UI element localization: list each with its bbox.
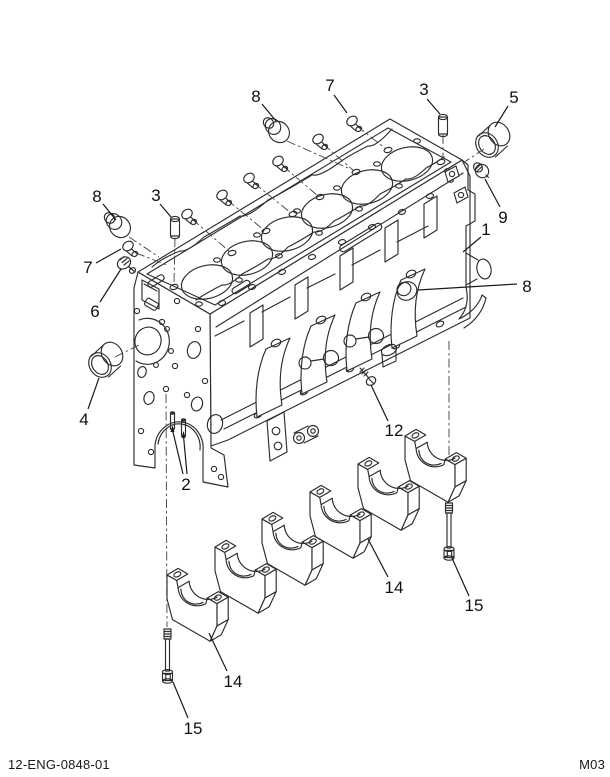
head-bolt: [310, 131, 330, 152]
callout-leader-7: [333, 94, 348, 114]
callout-leader-1: [462, 236, 482, 253]
callout-leader-6: [99, 268, 122, 303]
callout-label-7: 7: [83, 258, 92, 277]
callout-leader-15: [451, 557, 470, 597]
callout-label-14: 14: [224, 672, 243, 691]
callout-leader-14: [367, 538, 389, 578]
head-bolt: [241, 170, 261, 191]
callout-label-3: 3: [151, 186, 160, 205]
sheet-code: M03: [579, 757, 605, 772]
callout-leader-8: [261, 103, 277, 122]
callout-leader-2: [182, 435, 188, 475]
callout-leader-7: [95, 248, 122, 264]
head-bolt: [344, 113, 364, 134]
callout-label-1: 1: [481, 220, 490, 239]
small-plug: [472, 162, 490, 179]
crankshaft-boss: [465, 252, 492, 286]
callout-leader-8: [417, 283, 518, 291]
callout-label-3: 3: [419, 80, 428, 99]
callout-leader-15: [172, 681, 189, 719]
callout-label-14: 14: [385, 578, 404, 597]
callout-leader-9: [484, 178, 501, 208]
engine-block: [133, 118, 492, 488]
callout-label-4: 4: [79, 410, 88, 429]
callout-leader-14: [208, 632, 228, 672]
cylinder-bore: [180, 264, 234, 300]
knurled-bolt: [116, 255, 137, 274]
head-bolt: [179, 206, 199, 227]
callout-label-12: 12: [385, 421, 404, 440]
dowel-pin: [437, 113, 449, 138]
callout-label-6: 6: [90, 302, 99, 321]
callout-label-15: 15: [465, 596, 484, 615]
drawing-number: 12-ENG-0848-01: [8, 757, 110, 772]
callout-leader-2: [171, 429, 184, 475]
callout-label-2: 2: [181, 475, 190, 494]
block-front-face: [133, 271, 229, 488]
cam-bore-hole: [134, 326, 162, 356]
side-core-plug: [396, 281, 418, 301]
dowel-pin: [169, 215, 181, 240]
callout-leader-5: [494, 105, 509, 128]
cylinder-bore: [340, 169, 394, 205]
head-bolt: [214, 187, 234, 208]
main-bearing-stud: [161, 628, 174, 684]
cylinder-bore: [380, 146, 434, 182]
callout-label-7: 7: [325, 76, 334, 95]
block-side-face: [209, 159, 471, 462]
cylinder-bore: [260, 216, 314, 252]
main-bearing-stud: [443, 502, 455, 561]
callout-leader-12: [370, 384, 389, 422]
drain-screw: [359, 367, 377, 386]
callout-label-9: 9: [498, 208, 507, 227]
callout-leader-8: [102, 203, 117, 221]
callout-leader-3: [426, 98, 441, 115]
callout-layer: 8 7 3 5 91 8 8 3 7 6 4 2 12 14 15 14 15: [79, 76, 531, 738]
callout-label-8: 8: [522, 277, 531, 296]
callout-leader-4: [87, 377, 100, 410]
callout-leader-3: [159, 203, 172, 218]
loose-parts: [83, 113, 515, 684]
cam-bushing: [83, 337, 128, 383]
callout-label-5: 5: [509, 88, 518, 107]
head-bolt: [270, 153, 290, 174]
block-rear-end: [444, 159, 492, 329]
bearing-sleeve: [470, 117, 515, 163]
callout-label-15: 15: [184, 719, 203, 738]
cylinder-bore: [220, 240, 274, 276]
callout-label-8: 8: [92, 187, 101, 206]
callout-label-8: 8: [251, 87, 260, 106]
